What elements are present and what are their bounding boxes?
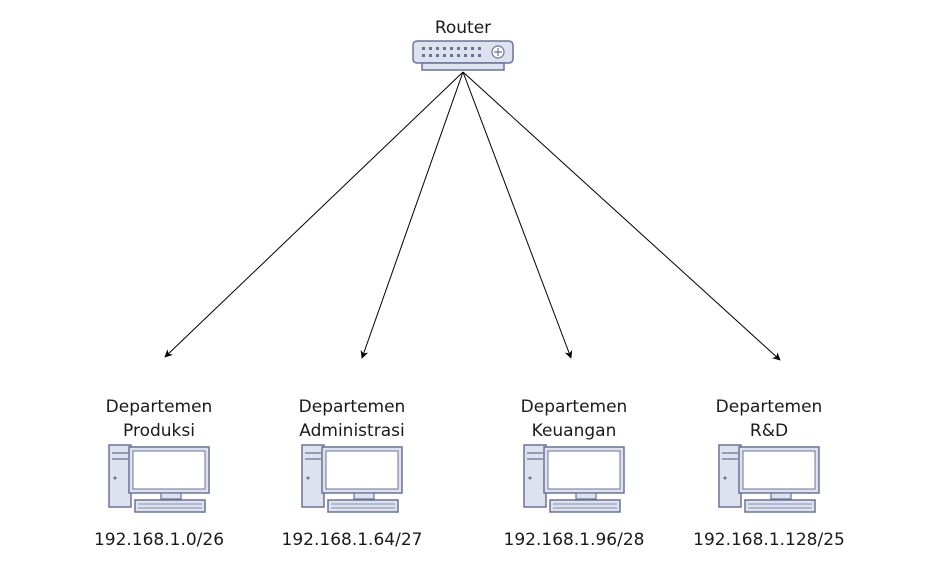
department-keuangan[interactable]: Departemen Keuangan 192.168.1.96/28 — [484, 395, 664, 552]
subnet-label: 192.168.1.64/27 — [281, 530, 423, 550]
link-router-produksi — [164, 71, 464, 358]
department-administrasi[interactable]: Departemen Administrasi 192.168.1.64/27 — [262, 395, 442, 552]
department-name: Departemen Keuangan — [520, 397, 628, 441]
department-rnd[interactable]: Departemen R&D 192.168.1.128/25 — [679, 395, 859, 552]
router-label: Router — [434, 18, 492, 38]
department-name: Departemen Administrasi — [298, 397, 406, 441]
computer-icon — [108, 444, 210, 513]
computer-icon — [718, 444, 820, 513]
link-router-rnd — [462, 71, 781, 361]
subnet-label: 192.168.1.96/28 — [503, 530, 645, 550]
router-icon[interactable] — [412, 40, 514, 72]
department-produksi[interactable]: Departemen Produksi 192.168.1.0/26 — [69, 395, 249, 552]
department-name: Departemen R&D — [715, 397, 823, 441]
department-name: Departemen Produksi — [105, 397, 213, 441]
subnet-label: 192.168.1.128/25 — [693, 530, 845, 550]
computer-icon — [301, 444, 403, 513]
link-router-administrasi — [360, 71, 464, 359]
computer-icon — [523, 444, 625, 513]
link-router-keuangan — [462, 71, 573, 359]
subnet-label: 192.168.1.0/26 — [93, 530, 225, 550]
